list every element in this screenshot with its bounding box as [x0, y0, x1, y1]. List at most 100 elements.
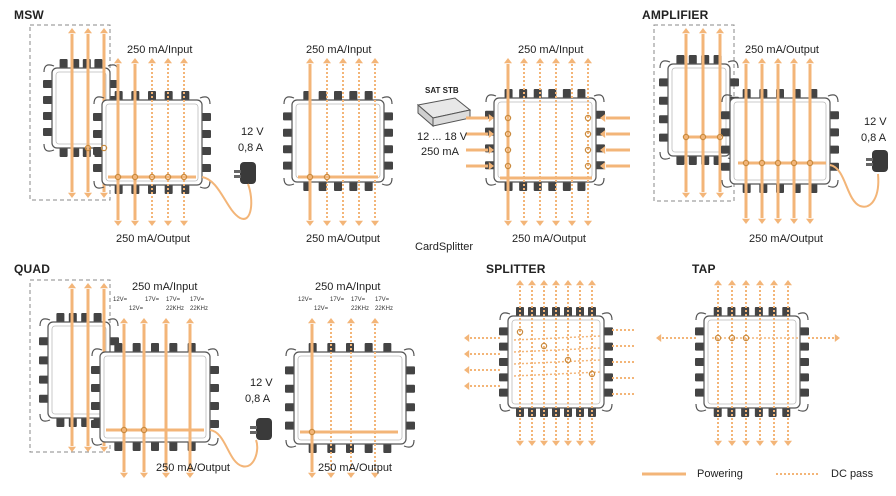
- amplifier-bus-node: [716, 133, 724, 141]
- splitter-device-connector-left: [499, 358, 509, 366]
- msw-bus-node: [131, 173, 139, 181]
- tap-input-head: [656, 334, 662, 342]
- tap-io-arrow-head: [784, 440, 792, 446]
- splitter-io-arrow-head: [564, 440, 572, 446]
- msw-back-power-arrow-head: [100, 192, 108, 198]
- cardsplitter-a-bus-node: [306, 173, 314, 181]
- section-title-quad: QUAD: [14, 262, 51, 276]
- quad-a-device-inner: [103, 355, 207, 439]
- amplifier-device-inner: [733, 101, 827, 181]
- amplifier-device-ear: [827, 179, 839, 188]
- tap-device-connector-left: [695, 358, 705, 366]
- tap-io-arrow-head: [728, 440, 736, 446]
- quad-a-back-device-connector-left: [39, 375, 49, 384]
- msw-io-arrow-head: [148, 220, 156, 226]
- amplifier-device-ear: [721, 94, 733, 103]
- tap-device-connector-left: [695, 373, 705, 382]
- tap-device-connector-right: [799, 388, 809, 397]
- cardsplitter-a-device: [283, 91, 393, 191]
- splitter-device-connector-left: [499, 373, 509, 382]
- cardsplitter-b-bus-node: [584, 146, 592, 154]
- quad-a-io-arrow-head: [120, 318, 128, 324]
- cardsplitter-b-io-arrow-head: [504, 220, 512, 226]
- quad-a-back-device-connector-top: [93, 313, 102, 323]
- tap-device: [695, 307, 809, 417]
- legend-powering-label: Powering: [697, 468, 743, 480]
- amplifier-io-arrow-head: [790, 218, 798, 224]
- cardsplitter-a-device-connector-top: [364, 91, 373, 101]
- tap-io-arrow-head: [714, 280, 722, 286]
- cardsplitter-b-bus-node: [584, 162, 592, 170]
- quad-a-io-arrow-head: [120, 472, 128, 478]
- quad-b-port-label: 17V=: [375, 297, 390, 303]
- tap-device-connector-right: [799, 373, 809, 382]
- cardsplitter-a-device-connector-right: [383, 161, 393, 170]
- quad-a-device-ear: [207, 437, 219, 446]
- amplifier-back-device-ear: [659, 151, 671, 160]
- quad-a-io-arrow-head: [140, 472, 148, 478]
- splitter-device-ear: [601, 403, 613, 412]
- quad-b-io-arrow-head: [327, 318, 335, 324]
- cardsplitter-b-right-input-head: [600, 162, 606, 170]
- amplifier-back-device-connector-left: [659, 96, 669, 105]
- quad-a-input-label: 250 mA/Input: [132, 281, 198, 293]
- amplifier-back-device-connector-left: [659, 78, 669, 87]
- splitter-io-arrow-head: [588, 280, 596, 286]
- quad-a-device: [91, 343, 219, 451]
- cardsplitter-a-io-arrow-head: [306, 58, 314, 64]
- cardsplitter-b-io-arrow-head: [552, 220, 560, 226]
- splitter-device-connector-right: [603, 358, 613, 366]
- splitter-io-arrow-head: [540, 440, 548, 446]
- cardsplitter-b-bus-node: [584, 114, 592, 122]
- quad-a-io-arrow-head: [186, 472, 194, 478]
- quad-a-device-connector-right: [209, 402, 219, 410]
- quad-b-io-arrow-head: [371, 472, 379, 478]
- cardsplitter-b-bus-node: [504, 114, 512, 122]
- msw-device-ear: [199, 180, 211, 189]
- msw-bus-node: [84, 144, 92, 152]
- cardsplitter-b-io-arrow-head: [584, 58, 592, 64]
- quad-b-io-arrow-head: [371, 318, 379, 324]
- msw-input-label: 250 mA/Input: [127, 44, 193, 56]
- amplifier-back-device-connector-bottom: [688, 155, 697, 165]
- msw-device-connector-left: [93, 164, 103, 172]
- quad-a-port-label: 22KHz: [166, 306, 185, 312]
- msw-back-device-ear: [43, 64, 55, 73]
- quad-b-device-ear: [403, 439, 415, 448]
- splitter-io-arrow-head: [576, 440, 584, 446]
- amplifier-io-arrow-head: [806, 58, 814, 64]
- msw-back-device-ear: [43, 143, 55, 152]
- quad-a-back-device-connector-left: [39, 356, 49, 365]
- splitter-node: [540, 342, 548, 350]
- msw-back-device-connector-bottom: [59, 147, 68, 157]
- quad-a-device-connector-left: [91, 420, 101, 428]
- msw-psu-cable: [201, 176, 253, 220]
- tap-io-arrow-head: [756, 440, 764, 446]
- msw-back-device-connector-top: [59, 59, 68, 69]
- amplifier-back-power-arrow-head: [716, 192, 724, 198]
- stb-current: 250 mA: [421, 146, 459, 158]
- quad-a-output-label: 250 mA/Output: [156, 462, 230, 474]
- amplifier-bus-node: [774, 159, 782, 167]
- quad-a-device-connector-top: [169, 343, 178, 353]
- cardsplitter-b-io-arrow-head: [552, 58, 560, 64]
- quad-b-device-connector-left: [285, 366, 295, 375]
- quad-b-port-label: 22KHz: [375, 306, 394, 312]
- splitter-io-arrow-head: [552, 440, 560, 446]
- quad-a-port-label: 12V=: [113, 297, 128, 303]
- splitter-device-connector-right: [603, 373, 613, 382]
- cardsplitter-a-io-arrow-head: [306, 220, 314, 226]
- cardsplitter-a-device-connector-right: [383, 128, 393, 137]
- amplifier-device-ear: [721, 179, 733, 188]
- msw-dashed-outline: [29, 24, 111, 201]
- splitter-io-arrow-head: [564, 280, 572, 286]
- msw-device-ear: [93, 96, 105, 105]
- splitter-device-connector-left: [499, 342, 509, 351]
- splitter-node: [516, 328, 524, 336]
- quad-a-port-label: 22KHz: [190, 306, 209, 312]
- amplifier-back-device-connector-bottom: [676, 155, 685, 165]
- quad-b-device-connector-top: [383, 343, 392, 353]
- msw-back-power-arrow-head: [68, 28, 76, 34]
- amplifier-back-device-connector-left: [659, 133, 669, 142]
- quad-b-device-connector-top: [364, 343, 373, 353]
